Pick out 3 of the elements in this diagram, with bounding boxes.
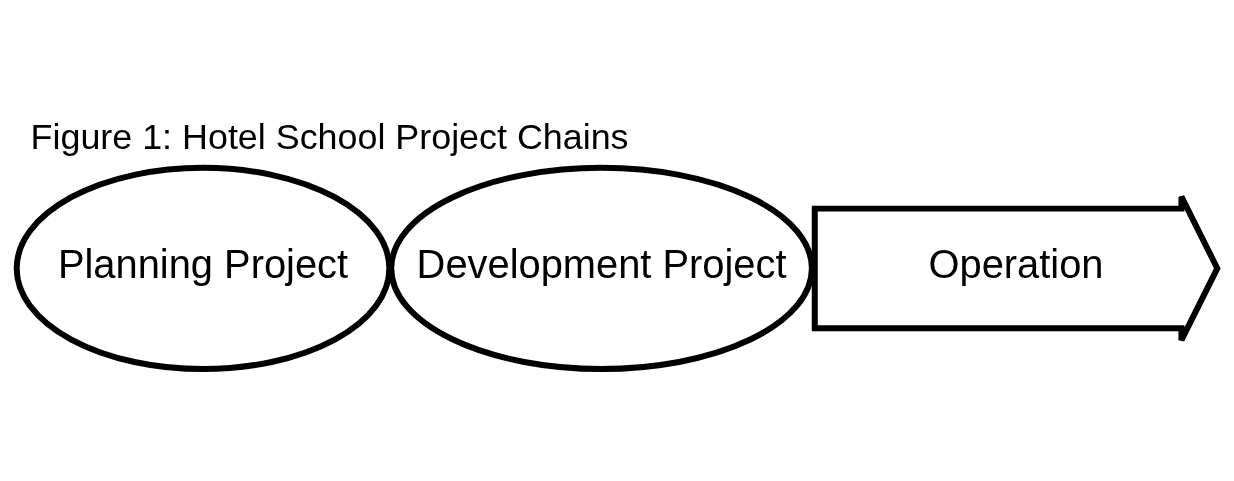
diagram-title: Figure 1: Hotel School Project Chains — [30, 116, 629, 157]
node-ellipse: Development Project — [388, 164, 815, 372]
node-ellipse: Planning Project — [13, 164, 393, 372]
